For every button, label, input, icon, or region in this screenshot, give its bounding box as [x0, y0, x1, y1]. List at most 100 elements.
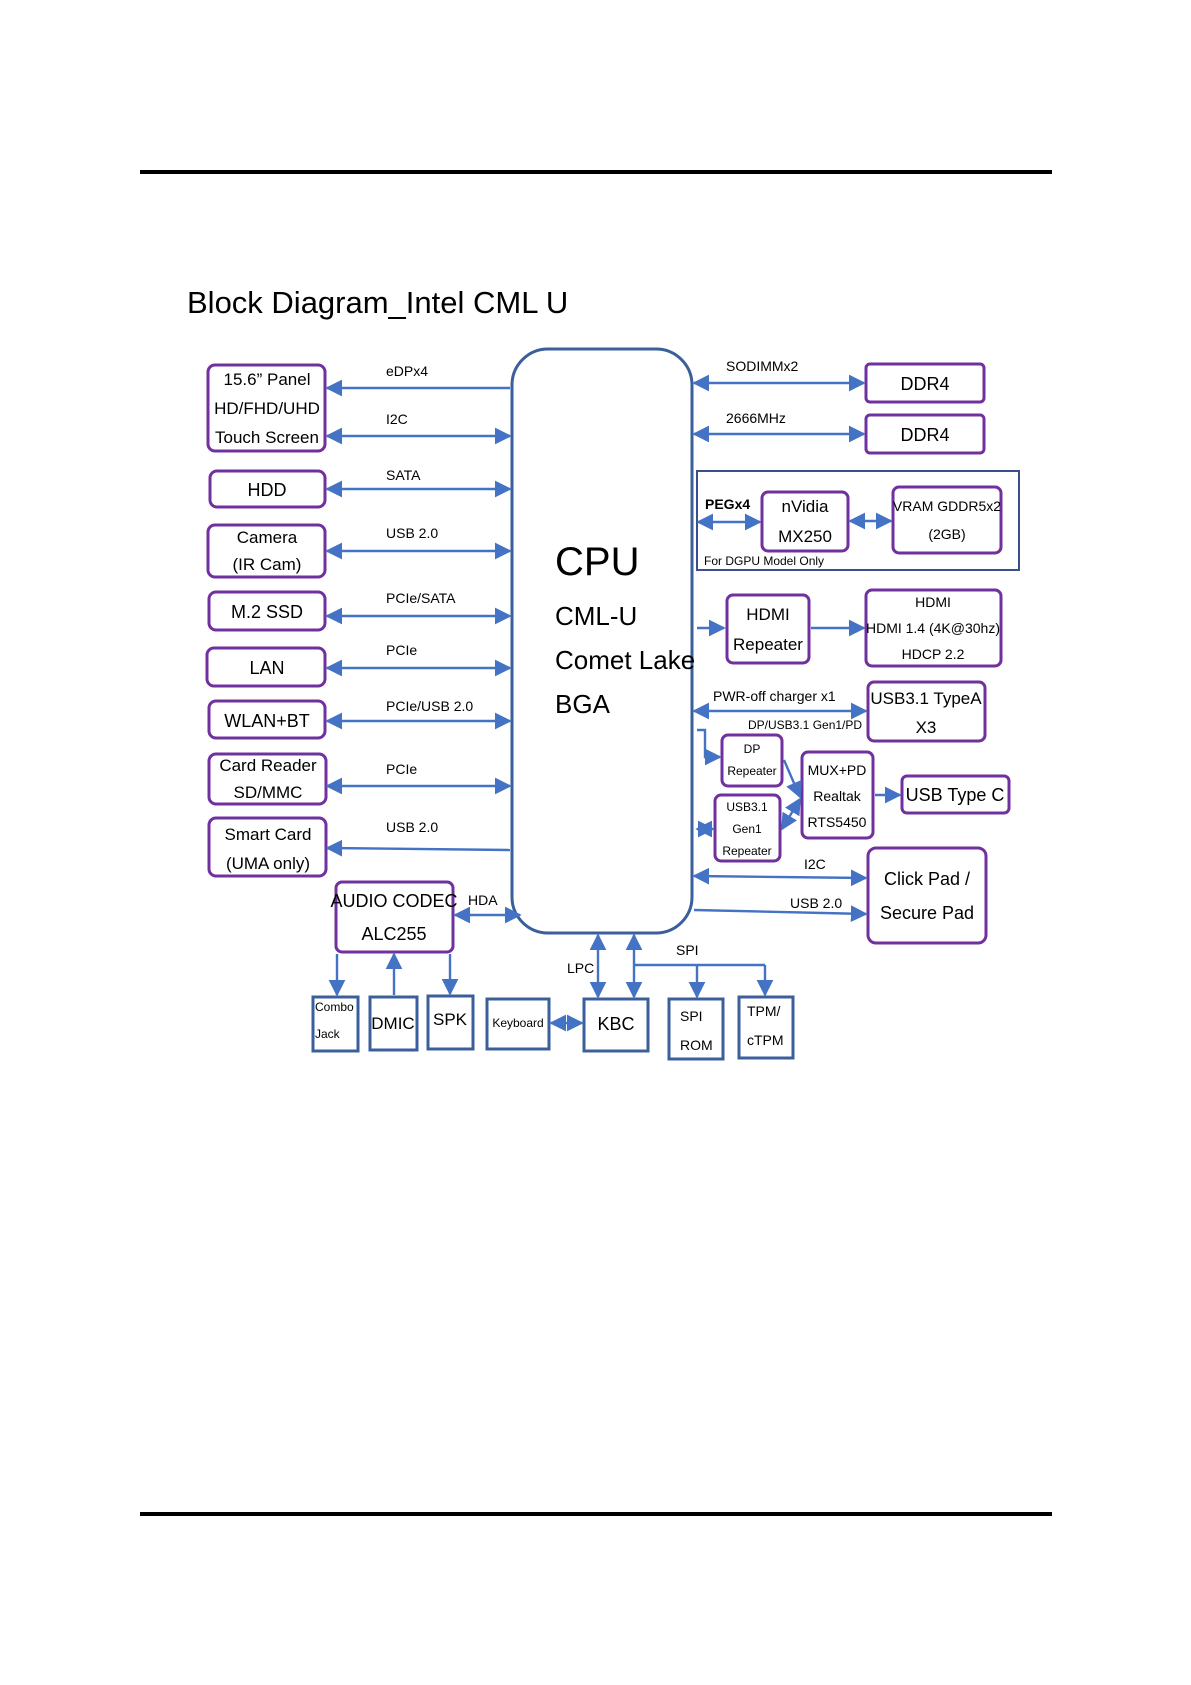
- i2c-panel-link-label: I2C: [386, 411, 408, 427]
- cardreader-line-2: SD/MMC: [234, 783, 303, 802]
- m2ssd-block: [207, 590, 327, 632]
- m2ssd-label: M.2 SSD: [231, 602, 303, 622]
- hdmi-repeater-block: [725, 593, 811, 665]
- pwr-off-link-label: PWR-off charger x1: [713, 688, 836, 704]
- edp-link-label: eDPx4: [386, 363, 428, 379]
- spirom-line-2: ROM: [680, 1037, 713, 1053]
- vram-block: [891, 485, 1003, 555]
- cpu-line-1: CML-U: [555, 601, 637, 631]
- camera-block: [206, 523, 327, 579]
- usbc-block: [900, 774, 1011, 815]
- ddr4-2-label: DDR4: [900, 425, 949, 445]
- diagram-title: Block Diagram_Intel CML U: [187, 285, 568, 320]
- mux-line-1: MUX+PD: [808, 762, 867, 778]
- kbc-block: [582, 997, 650, 1053]
- usbc-label: USB Type C: [906, 785, 1005, 805]
- usb31a-line-2: X3: [916, 718, 937, 737]
- combo-jack-block: [311, 995, 360, 1053]
- dp-usb-link-label: DP/USB3.1 Gen1/PD: [748, 718, 862, 732]
- pcie-sata-link-label: PCIe/SATA: [386, 590, 456, 606]
- usb-pad-wire: [693, 905, 868, 923]
- pcie-card-link-label: PCIe: [386, 761, 417, 777]
- panel-block: [206, 363, 327, 453]
- clickpad-block: [866, 846, 988, 945]
- dp-mux-wire: [782, 759, 802, 799]
- panel-line-2: HD/FHD/UHD: [214, 399, 320, 418]
- audio-codec-block: [334, 880, 455, 954]
- dmic-label: DMIC: [371, 1014, 414, 1033]
- usb31-repeater-line-3: Repeater: [722, 844, 771, 858]
- pcie-usb-link-label: PCIe/USB 2.0: [386, 698, 473, 714]
- panel-line-3: Touch Screen: [215, 428, 319, 447]
- audio-line-2: ALC255: [361, 924, 426, 944]
- sodimm-link-label: SODIMMx2: [726, 358, 799, 374]
- hdmi-repeater-line-2: Repeater: [733, 635, 803, 654]
- lan-label: LAN: [249, 658, 284, 678]
- ddr4-1-block: [864, 362, 986, 404]
- hdd-block: [208, 469, 327, 509]
- usb31-repeater-block: [713, 793, 782, 863]
- camera-line-1: Camera: [237, 528, 298, 547]
- sata-link-label: SATA: [386, 467, 421, 483]
- dmic-block: [368, 995, 419, 1052]
- hdmi-out-line-3: HDCP 2.2: [902, 646, 965, 662]
- panel-line-1: 15.6” Panel: [224, 370, 311, 389]
- cardreader-line-1: Card Reader: [219, 756, 317, 775]
- audio-line-1: AUDIO CODEC: [330, 891, 457, 911]
- spk-label: SPK: [433, 1010, 468, 1029]
- pcie-lan-link-label: PCIe: [386, 642, 417, 658]
- wlan-block: [207, 699, 327, 740]
- mux-line-2: Realtak: [813, 788, 861, 804]
- i2c-pad-link-label: I2C: [804, 856, 826, 872]
- hda-link-label: HDA: [468, 892, 498, 908]
- mux-block: [800, 750, 875, 840]
- header-rule: [140, 170, 1052, 174]
- camera-line-2: (IR Cam): [233, 555, 302, 574]
- dp-cpu-wire: [697, 728, 722, 766]
- keyboard-block: [485, 997, 551, 1051]
- usb-smart-link-label: USB 2.0: [386, 819, 438, 835]
- freq-link-label: 2666MHz: [726, 410, 786, 426]
- hdmi-out-line-2: HDMI 1.4 (4K@30hz): [866, 620, 1000, 636]
- keyboard-label: Keyboard: [492, 1016, 543, 1030]
- nvidia-block: [760, 490, 850, 553]
- lan-block: [205, 646, 327, 688]
- i2c-pad-wire: [692, 867, 868, 887]
- kbc-label: KBC: [597, 1014, 634, 1034]
- nvidia-line-2: MX250: [778, 527, 832, 546]
- footer-rule: [140, 1512, 1052, 1516]
- cpu-label: CPU: [555, 540, 639, 584]
- usb31a-block: [866, 680, 987, 743]
- dp-repeater-line-1: DP: [744, 742, 761, 756]
- hdd-label: HDD: [248, 480, 287, 500]
- spirom-line-1: SPI: [680, 1008, 703, 1024]
- cpu-line-3: BGA: [555, 689, 611, 719]
- peg-link-label: PEGx4: [705, 496, 750, 512]
- tpm-line-1: TPM/: [747, 1003, 781, 1019]
- usb31a-line-1: USB3.1 TypeA: [870, 689, 982, 708]
- dgpu-note: For DGPU Model Only: [704, 554, 824, 568]
- dp-repeater-block: [720, 733, 784, 788]
- usb-pad-link-label: USB 2.0: [790, 895, 842, 911]
- ddr4-1-label: DDR4: [900, 374, 949, 394]
- cpu-line-2: Comet Lake: [555, 645, 695, 675]
- clickpad-line-2: Secure Pad: [880, 903, 974, 923]
- smartcard-line-2: (UMA only): [226, 854, 310, 873]
- cpu-block: [510, 347, 694, 935]
- ddr4-2-block: [864, 413, 986, 455]
- lpc-link-label: LPC: [567, 960, 594, 976]
- tpm-line-2: cTPM: [747, 1032, 784, 1048]
- mux-line-3: RTS5450: [808, 814, 867, 830]
- nvidia-line-1: nVidia: [782, 497, 829, 516]
- usb-cam-link-label: USB 2.0: [386, 525, 438, 541]
- wlan-label: WLAN+BT: [224, 711, 310, 731]
- dp-repeater-line-2: Repeater: [727, 764, 776, 778]
- hdmi-out-block: [864, 588, 1003, 668]
- clickpad-line-1: Click Pad /: [884, 869, 970, 889]
- spirom-block: [667, 997, 725, 1061]
- vram-line-1: VRAM GDDR5x2: [893, 498, 1001, 514]
- hdmi-out-line-1: HDMI: [915, 594, 951, 610]
- tpm-block: [737, 995, 795, 1060]
- spi-link-label: SPI: [676, 942, 699, 958]
